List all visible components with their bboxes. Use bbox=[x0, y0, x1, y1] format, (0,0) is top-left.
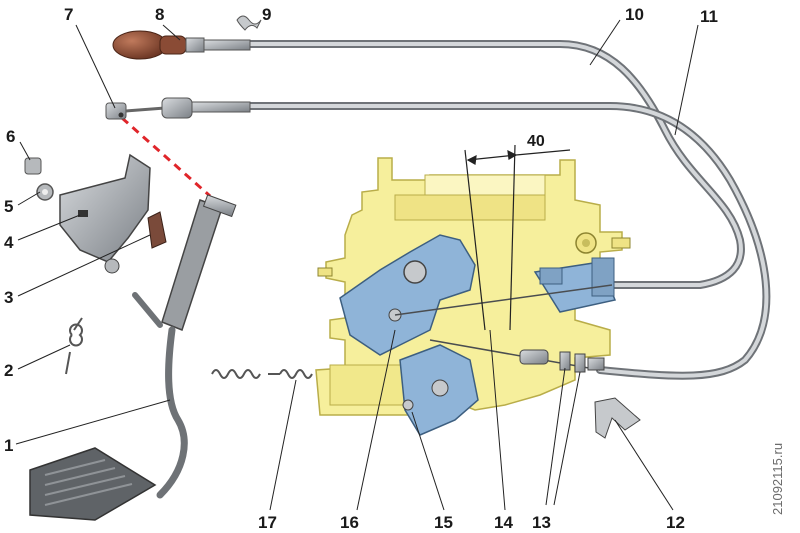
inner-wire-upper bbox=[394, 284, 613, 316]
callout-13: 13 bbox=[532, 513, 551, 532]
pedal-lever-1 bbox=[29, 194, 237, 521]
callout-7: 7 bbox=[64, 5, 74, 24]
choke-knob bbox=[112, 30, 251, 60]
dashed-link-line bbox=[121, 116, 211, 198]
callout-3: 3 bbox=[4, 288, 14, 307]
clip-9 bbox=[236, 15, 262, 31]
pad-3 bbox=[147, 211, 167, 249]
callout-1: 1 bbox=[4, 436, 14, 455]
callout-11: 11 bbox=[700, 7, 718, 26]
watermark-text: 21092115.ru bbox=[770, 442, 785, 515]
callout-5: 5 bbox=[4, 197, 14, 216]
callout-17: 17 bbox=[258, 513, 277, 532]
cable-fittings-13 bbox=[519, 349, 605, 373]
leader-lines bbox=[15, 19, 699, 511]
spring-17 bbox=[211, 369, 313, 379]
inner-wire-lower bbox=[429, 339, 601, 371]
callout-9: 9 bbox=[262, 5, 272, 24]
dimension-label: 40 bbox=[527, 133, 545, 150]
throttle-cable-end-7 bbox=[105, 97, 251, 120]
part-6 bbox=[24, 157, 42, 175]
callout-2: 2 bbox=[4, 361, 14, 380]
cable-bracket bbox=[533, 257, 617, 313]
callout-10: 10 bbox=[625, 5, 644, 24]
callout-8: 8 bbox=[155, 5, 165, 24]
clip-12 bbox=[594, 397, 641, 439]
lever-15 bbox=[399, 344, 479, 436]
spring-2 bbox=[65, 317, 83, 375]
bracket-4 bbox=[59, 153, 151, 263]
callout-15: 15 bbox=[434, 513, 453, 532]
dimension-40-marker bbox=[464, 144, 571, 331]
callout-12: 12 bbox=[666, 513, 685, 532]
throttle-lever-16 bbox=[339, 234, 476, 356]
callout-16: 16 bbox=[340, 513, 359, 532]
callout-6: 6 bbox=[6, 127, 16, 146]
callout-4: 4 bbox=[4, 233, 14, 252]
callout-14: 14 bbox=[494, 513, 513, 532]
